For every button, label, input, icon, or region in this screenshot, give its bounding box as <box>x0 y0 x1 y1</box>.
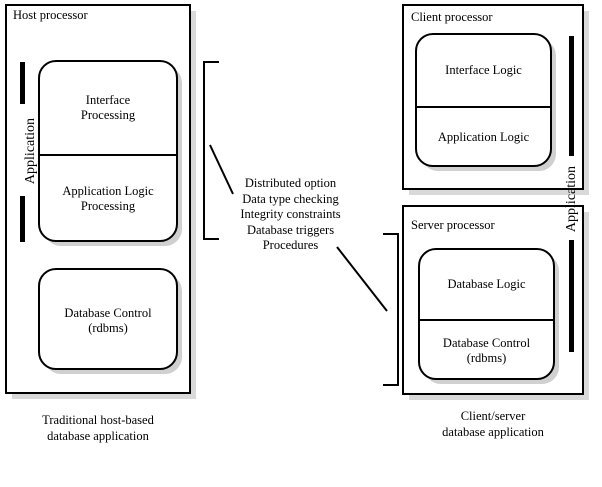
clientserver-application-span-label: Application <box>564 165 579 233</box>
host-application-span-bar-bottom <box>20 196 25 242</box>
client-interface-logic-label: Interface Logic <box>445 63 522 77</box>
host-database-control-line1: Database Control <box>64 306 152 320</box>
client-processor-title: Client processor <box>411 10 493 24</box>
host-application-logic-line1: Application Logic <box>62 184 154 198</box>
host-application-span-bar-top <box>20 62 25 104</box>
host-database-control-cell: Database Control (rdbms) <box>40 270 176 368</box>
server-database-control-line1: Database Control <box>442 335 531 350</box>
host-database-control-line2: (rdbms) <box>88 321 128 335</box>
host-module-divider <box>40 154 176 156</box>
server-database-module: Database Logic Database Control (rdbms) <box>418 248 555 380</box>
server-database-control-line2: (rdbms) <box>466 350 507 365</box>
server-database-control-cell: Database Control (rdbms) <box>420 319 553 378</box>
host-interface-processing-line2: Processing <box>80 108 136 122</box>
client-interface-logic-cell: Interface Logic <box>417 35 550 106</box>
server-module-divider <box>420 319 553 321</box>
server-processor-title: Server processor <box>411 218 495 232</box>
host-interface-processing-line1: Interface <box>85 93 131 107</box>
host-interface-processing-cell: Interface Processing <box>40 62 176 154</box>
host-caption-line1: Traditional host-based <box>42 413 154 427</box>
feature-procedures: Procedures <box>262 238 319 252</box>
host-application-span-label: Application <box>23 117 38 185</box>
client-module-divider <box>417 106 550 108</box>
host-application-logic-cell: Application Logic Processing <box>40 154 176 240</box>
host-application-logic-line2: Processing <box>80 199 136 213</box>
client-application-logic-cell: Application Logic <box>417 106 550 165</box>
host-application-module: Interface Processing Application Logic P… <box>38 60 178 242</box>
server-database-logic-label: Database Logic <box>447 277 526 291</box>
client-application-logic-label: Application Logic <box>437 130 530 144</box>
feature-distributed-option: Distributed option <box>244 176 337 190</box>
feature-data-type-checking: Data type checking <box>242 191 339 206</box>
clientserver-application-span-bar-top <box>569 36 574 156</box>
right-connector-bracket <box>383 233 399 386</box>
clientserver-caption: Client/server database application <box>400 408 586 440</box>
left-connector-bracket <box>203 61 219 240</box>
clientserver-caption-line2: database application <box>442 425 544 439</box>
feature-database-triggers: Database triggers <box>246 222 335 237</box>
feature-integrity-constraints: Integrity constraints <box>240 207 341 221</box>
host-caption-line2: database application <box>47 429 149 443</box>
clientserver-application-span-bar-bottom <box>569 240 574 352</box>
clientserver-caption-line1: Client/server <box>460 409 526 423</box>
client-logic-module: Interface Logic Application Logic <box>415 33 552 167</box>
host-database-module: Database Control (rdbms) <box>38 268 178 370</box>
server-database-logic-cell: Database Logic <box>420 250 553 319</box>
host-processor-title: Host processor <box>13 8 88 22</box>
center-feature-list: Distributed option Data type checking In… <box>218 176 363 254</box>
host-caption: Traditional host-based database applicat… <box>5 412 191 444</box>
